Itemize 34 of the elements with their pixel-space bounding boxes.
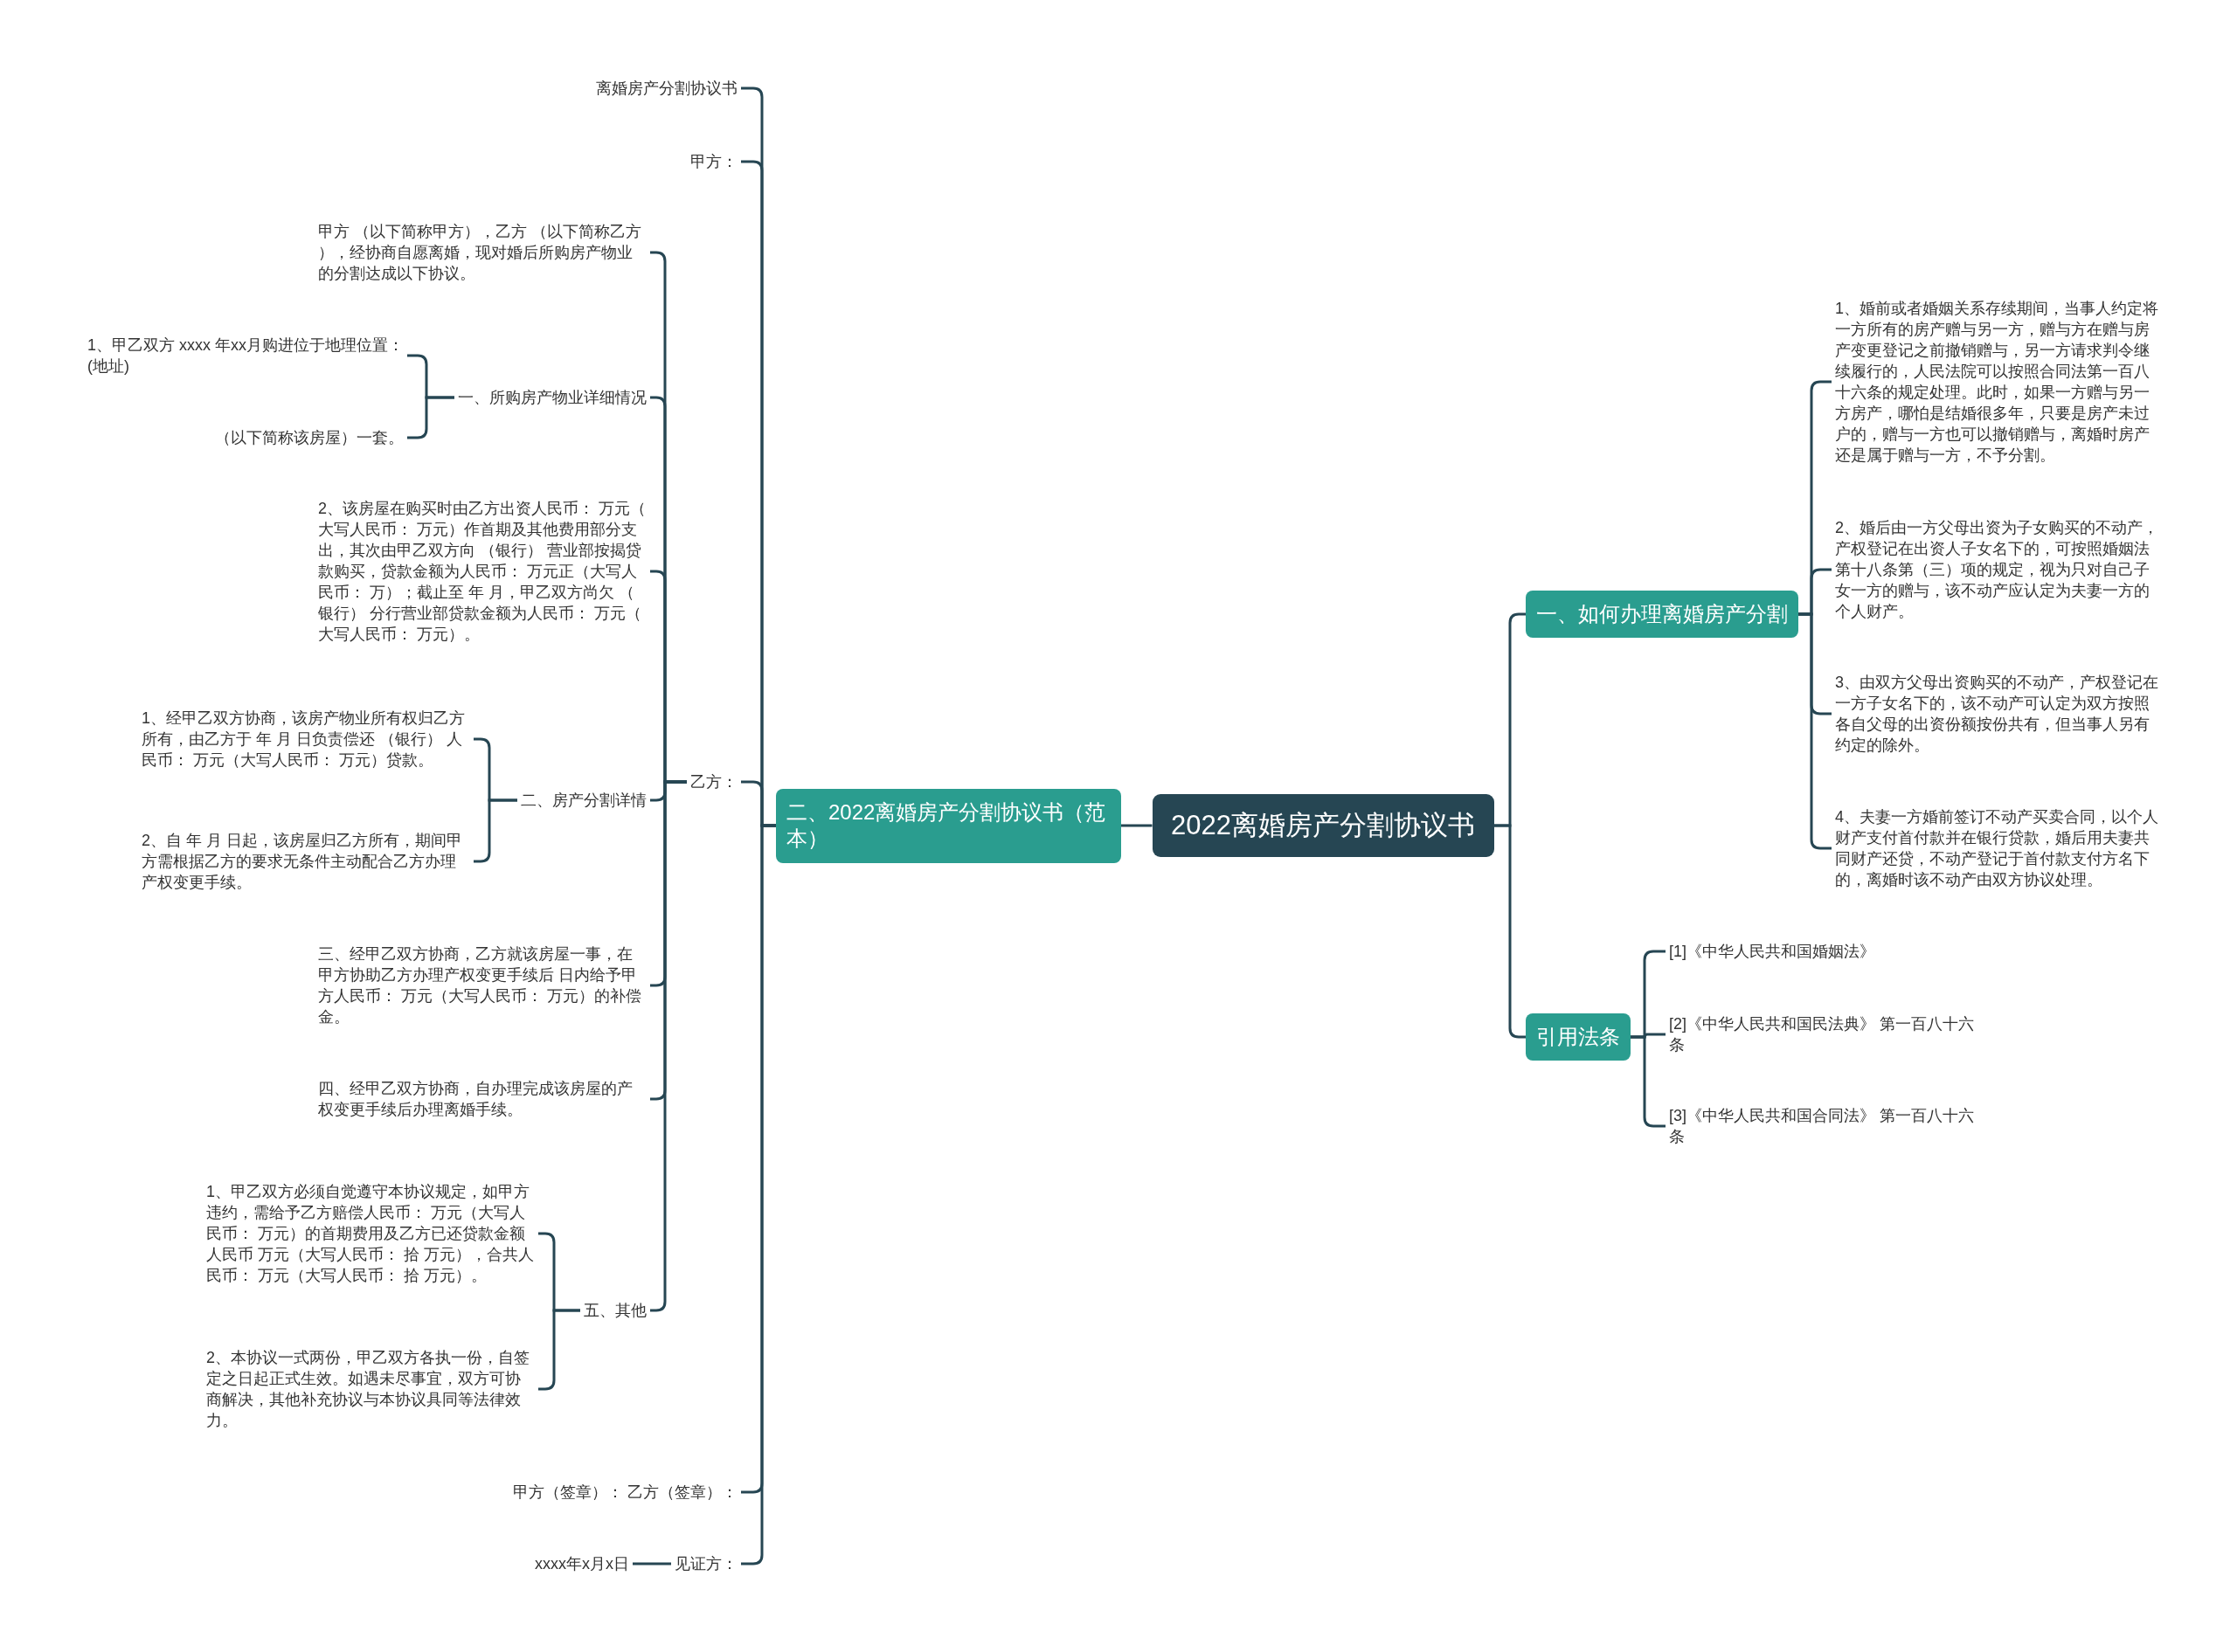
connector-line	[633, 1562, 671, 1566]
subtopic-text: 三、经甲乙双方协商，乙方就该房屋一事，在甲方协助乙方办理产权变更手续后 日内给予甲方人民币： 万元（大写人民币： 万元）的补偿金。	[315, 944, 650, 1027]
subtopic-text: 2、本协议一式两份，甲乙双方各执一份，自签定之日起正式生效。如遇未尽事宜，双方可协商解决，其他补充协议与本协议具同等法律效力。	[203, 1347, 538, 1431]
subtopic-text: 4、夫妻一方婚前签订不动产买卖合同，以个人财产支付首付款并在银行贷款，婚后用夫妻共同财产还贷，不动产登记于首付款支付方名下的，离婚时该不动产由双方协议处理。	[1832, 806, 2167, 890]
subtopic-text: 2、自 年 月 日起，该房屋归乙方所有，期间甲方需根据乙方的要求无条件主动配合乙方办理产权变更手续。	[138, 830, 474, 893]
subtopic-text: 2、该房屋在购买时由乙方出资人民币： 万元（大写人民币： 万元）作首期及其他费用部分支出，其次由甲乙双方向 （银行） 营业部按揭贷款购买，贷款金额为人民币： 万元正（大写人民币： 万）；截止至 年 月，甲乙双方尚欠 （银行） 分行营业部贷款金额为人民币： 万元（大写人民币： 万元）。	[315, 498, 650, 645]
subtopic-label: 二、房产分割详情	[517, 790, 650, 811]
subtopic-text: 1、甲乙双方必须自觉遵守本协议规定，如甲方违约，需给予乙方赔偿人民币： 万元（大写人民币： 万元）的首期费用及乙方已还贷款金额人民币 万元（大写人民币： 拾 万元），合共人民币： 万元（大写人民币： 拾 万元）。	[203, 1181, 538, 1286]
topic-box: 引用法条	[1526, 1013, 1631, 1061]
subtopic-text: [2]《中华人民共和国民法典》 第一百八十六条	[1666, 1013, 1991, 1055]
subtopic-label: 乙方：	[687, 771, 741, 792]
subtopic-label: 离婚房产分割协议书	[592, 78, 741, 99]
subtopic-label: 见证方：	[671, 1553, 741, 1574]
subtopic-text: [3]《中华人民共和国合同法》 第一百八十六条	[1666, 1105, 1991, 1147]
topic-box: 二、2022离婚房产分割协议书（范本）	[776, 788, 1121, 863]
subtopic-label: 五、其他	[580, 1300, 650, 1321]
subtopic-label: （以下简称该房屋）一套。	[211, 427, 407, 448]
subtopic-label: 一、所购房产物业详细情况	[454, 387, 650, 408]
topic-box: 一、如何办理离婚房产分割	[1526, 591, 1798, 638]
subtopic-label: 甲方：	[687, 151, 741, 172]
connector-line	[1121, 824, 1153, 827]
subtopic-text: 1、经甲乙双方协商，该房产物业所有权归乙方所有，由乙方于 年 月 日负责偿还 （银行） 人民币： 万元（大写人民币： 万元）贷款。	[138, 708, 474, 771]
subtopic-text: 甲方 （以下简称甲方），乙方 （以下简称乙方），经协商自愿离婚，现对婚后所购房产物业的分割达成以下协议。	[315, 221, 650, 284]
connector-line	[407, 396, 454, 439]
subtopic-text: 2、婚后由一方父母出资为子女购买的不动产，产权登记在出资人子女名下的，可按照婚姻法第十八条第（三）项的规定，视为只对自己子女一方的赠与，该不动产应认定为夫妻一方的个人财产。	[1832, 517, 2167, 622]
subtopic-text: [1]《中华人民共和国婚姻法》	[1666, 941, 1991, 962]
subtopic-text: 1、婚前或者婚姻关系存续期间，当事人约定将一方所有的房产赠与另一方，赠与方在赠与房产变更登记之前撤销赠与，另一方请求判令继续履行的，人民法院可以按照合同法第一百八十六条的规定处理。此时，如果一方赠与另一方房产，哪怕是结婚很多年，只要是房产未过户的，赠与一方也可以撤销赠与，离婚时房产还是属于赠与一方，不予分割。	[1832, 298, 2167, 466]
subtopic-label: xxxx年x月x日	[531, 1553, 633, 1574]
subtopic-text: 1、甲乙双方 xxxx 年xx月购进位于地理位置：(地址)	[84, 335, 407, 377]
connector-line	[1493, 824, 1526, 1039]
central-topic-box: 2022离婚房产分割协议书	[1152, 794, 1494, 857]
subtopic-text: 3、由双方父母出资购买的不动产，产权登记在一方子女名下的，该不动产可认定为双方按照各自父母的出资份额按份共有，但当事人另有约定的除外。	[1832, 672, 2167, 756]
subtopic-text: 四、经甲乙双方协商，自办理完成该房屋的产权变更手续后办理离婚手续。	[315, 1078, 650, 1120]
subtopic-label: 甲方（签章）： 乙方（签章）：	[509, 1482, 741, 1503]
